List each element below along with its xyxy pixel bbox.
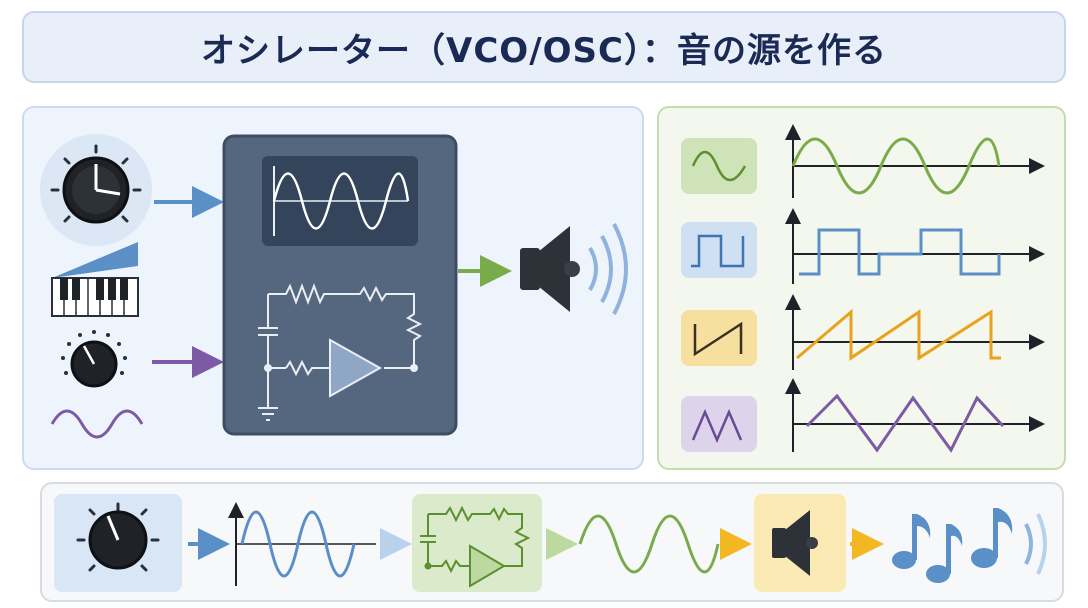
square-row — [681, 208, 1045, 284]
triangle-waveform — [805, 393, 1005, 453]
sawtooth-row — [681, 294, 1045, 370]
circuit-icon — [412, 494, 542, 592]
square-waveform — [799, 228, 1001, 276]
sine-wave-icon — [681, 138, 757, 194]
square-wave-icon — [681, 222, 757, 278]
sine-waveform — [791, 137, 1001, 195]
sine-graph-icon — [228, 502, 376, 586]
music-notes-icon — [892, 508, 1047, 583]
speaker-icon — [520, 223, 628, 315]
signal-flow-panel — [40, 482, 1064, 602]
lfo-wave-icon — [50, 409, 144, 439]
title-bar: オシレーター（VCO/OSC）：音の源を作る — [22, 11, 1066, 83]
knob-icon — [54, 494, 182, 592]
triangle-wave-icon — [681, 396, 757, 452]
sine-row — [681, 124, 1045, 198]
lfo-knob-icon — [61, 330, 127, 388]
vco-signal-diagram — [40, 134, 628, 439]
speaker-icon — [754, 494, 846, 592]
signal-flow-diagram — [54, 494, 1047, 592]
waveform-types-panel — [657, 106, 1066, 470]
vco-signal-panel — [22, 106, 644, 470]
vco-module — [222, 134, 458, 436]
oscillator-circuit-icon — [258, 283, 423, 421]
sawtooth-waveform — [796, 308, 1001, 361]
piano-keyboard-icon — [51, 242, 139, 317]
page-title: オシレーター（VCO/OSC）：音の源を作る — [201, 30, 887, 71]
waveform-types-diagram — [681, 124, 1045, 453]
sine-wave-icon — [578, 514, 720, 574]
triangle-row — [681, 378, 1045, 453]
tuning-knob-icon — [40, 134, 152, 246]
oscilloscope-screen-icon — [262, 156, 418, 246]
